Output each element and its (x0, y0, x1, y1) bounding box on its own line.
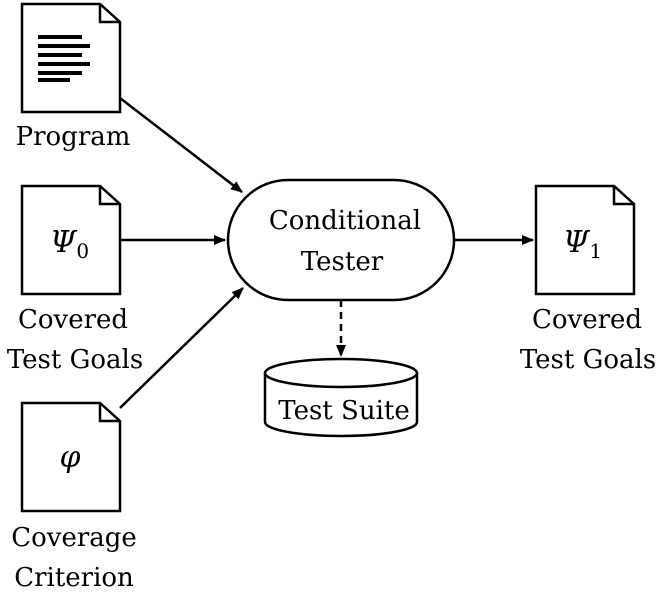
coverage-criterion-label-line2: Criterion (14, 563, 134, 593)
coverage-criterion-label-line1: Coverage (11, 523, 137, 553)
test-suite-label: Test Suite (278, 396, 409, 426)
conditional-tester-box (226, 178, 456, 302)
phi-symbol: φ (59, 440, 80, 475)
covered-goals-output-label-line1: Covered (532, 305, 642, 335)
covered-goals-input-label-line1: Covered (18, 305, 128, 335)
covered-goals-output-label-line2: Test Goals (520, 345, 656, 375)
psi0-symbol: Ψ0 (50, 225, 89, 263)
criterion-to-tester-arrow (119, 287, 244, 409)
program-label: Program (16, 122, 131, 152)
conditional-tester-node: Conditional Tester (226, 178, 456, 302)
edges (119, 97, 534, 409)
program-to-tester-arrow (119, 97, 243, 193)
covered-goals-input-label-line2: Test Goals (7, 345, 143, 375)
text-lines-icon (38, 35, 90, 82)
covered-goals-input-node: Ψ0 Covered Test Goals (7, 184, 143, 375)
covered-goals-output-document-icon (534, 184, 636, 296)
test-suite-database-icon (263, 373, 419, 438)
conditional-tester-label-line2: Tester (301, 247, 384, 277)
coverage-criterion-document-icon (20, 401, 122, 513)
test-suite-node: Test Suite (263, 357, 419, 438)
conditional-tester-label-line1: Conditional (269, 206, 421, 236)
covered-goals-output-node: Ψ1 Covered Test Goals (520, 184, 656, 375)
coverage-criterion-node: φ Coverage Criterion (11, 401, 137, 593)
psi1-symbol: Ψ1 (563, 225, 602, 263)
covered-goals-input-document-icon (20, 184, 122, 296)
program-document-node: Program (16, 2, 131, 152)
program-document-icon (20, 2, 122, 114)
